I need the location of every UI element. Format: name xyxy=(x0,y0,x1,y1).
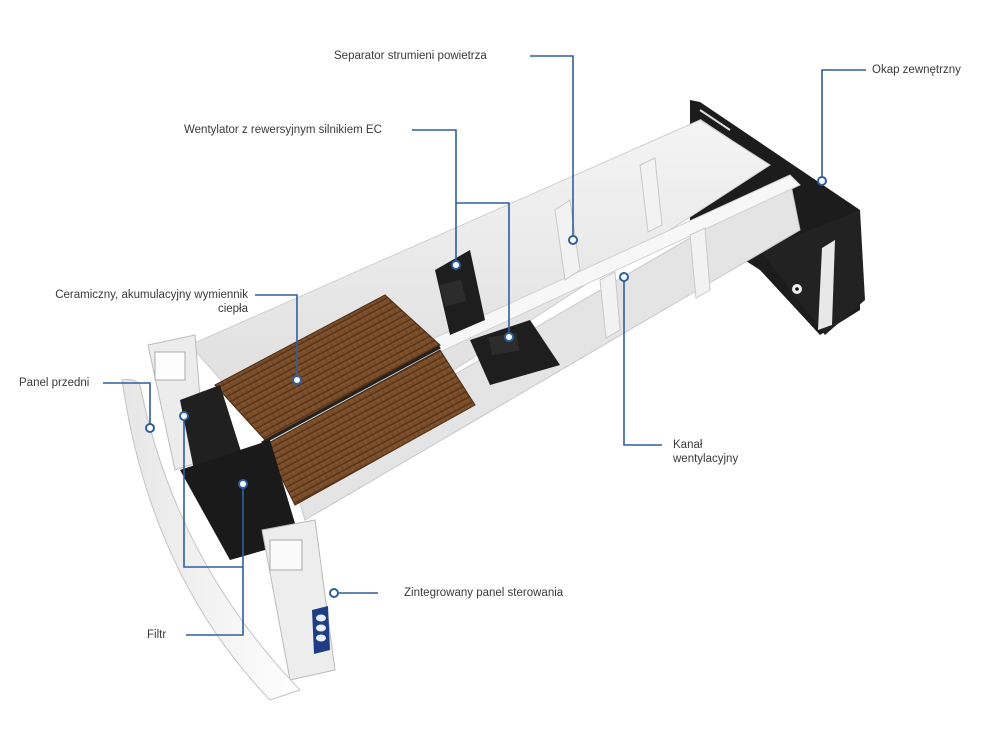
label-duct-line1: Kanał xyxy=(673,439,703,451)
control-panel-badge xyxy=(312,606,330,654)
label-ec-fan: Wentylator z rewersyjnym silnikiem EC xyxy=(184,124,382,136)
label-separator: Separator strumieni powietrza xyxy=(334,50,487,62)
callout-dots xyxy=(145,176,827,598)
label-heat-exchanger-line1: Ceramiczny, akumulacyjny wymiennik xyxy=(55,289,248,301)
label-heat-exchanger: Ceramiczny, akumulacyjny wymiennik ciepł… xyxy=(20,288,248,316)
label-heat-exchanger-line2: ciepła xyxy=(217,303,248,315)
label-filter: Filtr xyxy=(147,629,167,641)
front-end xyxy=(147,334,336,681)
label-control-panel: Zintegrowany panel sterowania xyxy=(404,587,564,599)
label-outer-hood: Okap zewnętrzny xyxy=(872,64,961,76)
heat-exchanger xyxy=(214,294,476,506)
label-duct-line2: wentylacyjny xyxy=(673,453,739,465)
label-front-panel: Panel przedni xyxy=(19,377,90,389)
leader-lines xyxy=(103,55,866,636)
label-ventilation-duct: Kanał wentylacyjny xyxy=(673,438,738,466)
front-panel-shape xyxy=(121,379,301,701)
